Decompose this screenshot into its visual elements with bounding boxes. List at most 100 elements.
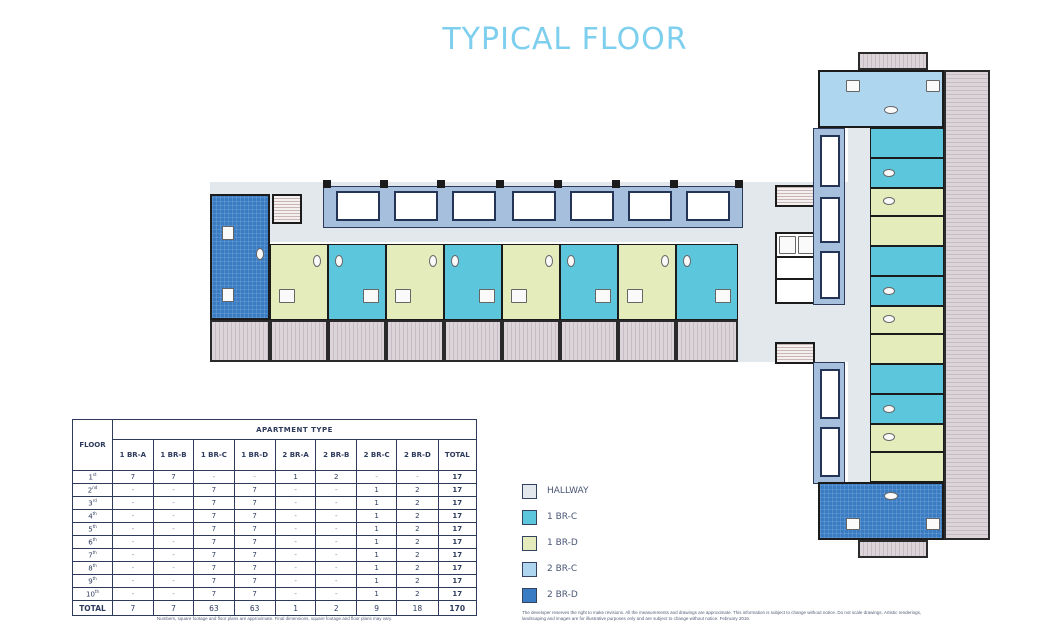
unit-2br-d-west[interactable]	[210, 194, 270, 320]
table-cell: -	[315, 483, 357, 497]
unit-1br-c[interactable]	[328, 244, 386, 320]
unit-1br-c[interactable]	[560, 244, 618, 320]
total-cell: 1	[274, 600, 317, 616]
table-cell: 1	[355, 496, 398, 510]
legend-item: 1 BR-D	[522, 530, 589, 556]
balcony	[270, 320, 328, 362]
unit-1br-d[interactable]	[870, 306, 944, 334]
balcony	[328, 320, 386, 362]
east-hallway	[848, 128, 870, 484]
table-cell: 17	[437, 574, 477, 588]
floor-cell: 4th	[72, 509, 113, 523]
west-stairs	[272, 194, 302, 224]
legend-item: 2 BR-D	[522, 582, 589, 608]
unit-1br-d[interactable]	[870, 188, 944, 216]
table-cell: -	[112, 509, 154, 523]
table-cell: 7	[112, 470, 154, 484]
unit-1br-c[interactable]	[870, 158, 944, 188]
table-cell: -	[274, 535, 317, 549]
floor-cell: 1st	[72, 470, 113, 484]
table-cell: -	[112, 522, 154, 536]
balcony-north	[858, 52, 928, 70]
table-cell: 7	[233, 561, 276, 575]
unit-1br-d[interactable]	[870, 452, 944, 482]
table-cell: 1	[355, 522, 398, 536]
unit-1br-c[interactable]	[870, 394, 944, 424]
table-cell: 2	[396, 509, 439, 523]
unit-1br-c[interactable]	[676, 244, 738, 320]
table-cell: 2	[396, 587, 439, 601]
unit-1br-d[interactable]	[618, 244, 676, 320]
unit-1br-d[interactable]	[270, 244, 328, 320]
table-cell: 1	[355, 561, 398, 575]
east-window-strip-south	[813, 362, 845, 484]
table-cell: -	[152, 561, 195, 575]
table-cell: 2	[396, 561, 439, 575]
legend-item: 2 BR-C	[522, 556, 589, 582]
unit-1br-c[interactable]	[870, 276, 944, 306]
table-cell: 17	[437, 470, 477, 484]
table-cell: 2	[396, 483, 439, 497]
table-cell: -	[355, 470, 398, 484]
balcony	[502, 320, 560, 362]
table-cell: -	[315, 548, 357, 562]
elevator-bank	[775, 232, 817, 304]
unit-1br-d[interactable]	[870, 216, 944, 246]
table-cell: -	[152, 496, 195, 510]
table-cell: 7	[193, 587, 235, 601]
total-cell: 170	[437, 600, 477, 616]
north-stairs	[775, 185, 815, 207]
south-stairs	[775, 342, 815, 364]
disclaimer: The developer reserves the right to make…	[522, 610, 922, 621]
column	[496, 180, 504, 188]
legend-item: 1 BR-C	[522, 504, 589, 530]
page-title: TYPICAL FLOOR	[442, 22, 688, 57]
unit-1br-d[interactable]	[386, 244, 444, 320]
table-cell: -	[233, 470, 276, 484]
column-header: 1 BR-A	[112, 439, 154, 471]
unit-1br-c[interactable]	[444, 244, 502, 320]
floor-cell: 9th	[72, 574, 113, 588]
unit-1br-c[interactable]	[870, 246, 944, 276]
column-header: 1 BR-C	[193, 439, 235, 471]
table-cell: -	[315, 522, 357, 536]
table-cell: 7	[193, 535, 235, 549]
floor-cell: 10th	[72, 587, 113, 601]
floor-cell: 3rd	[72, 496, 113, 510]
table-cell: -	[112, 574, 154, 588]
unit-1br-d[interactable]	[870, 334, 944, 364]
floor-cell: 7th	[72, 548, 113, 562]
table-cell: -	[315, 561, 357, 575]
legend-swatch	[522, 483, 537, 499]
unit-1br-c[interactable]	[870, 128, 944, 158]
table-cell: 1	[355, 535, 398, 549]
floor-cell: 6th	[72, 535, 113, 549]
table-cell: 2	[396, 522, 439, 536]
unit-1br-d[interactable]	[502, 244, 560, 320]
total-cell: 2	[315, 600, 357, 616]
table-cell: 2	[396, 548, 439, 562]
unit-2br-c-north[interactable]	[818, 70, 944, 128]
column-header: 1 BR-D	[233, 439, 276, 471]
table-cell: -	[152, 535, 195, 549]
table-cell: -	[152, 509, 195, 523]
table-cell: 7	[193, 574, 235, 588]
table-cell: -	[152, 522, 195, 536]
unit-1br-c[interactable]	[870, 364, 944, 394]
table-cell: 7	[233, 548, 276, 562]
table-cell: 2	[396, 535, 439, 549]
unit-2br-d-south[interactable]	[818, 482, 944, 540]
table-cell: -	[274, 574, 317, 588]
table-cell: 7	[193, 483, 235, 497]
table-cell: 1	[355, 509, 398, 523]
table-cell: -	[274, 509, 317, 523]
unit-1br-d[interactable]	[870, 424, 944, 452]
table-cell: -	[112, 496, 154, 510]
table-cell: -	[315, 509, 357, 523]
column	[735, 180, 743, 188]
